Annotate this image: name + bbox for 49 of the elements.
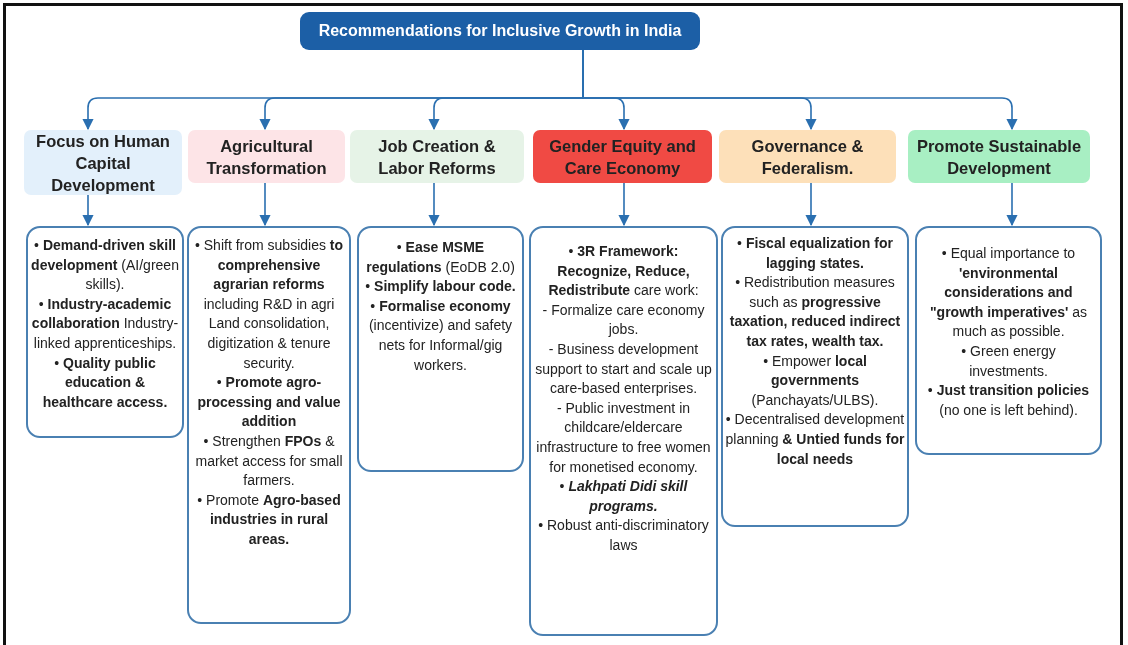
bullet-text: • Lakhpati Didi skill programs. xyxy=(558,477,689,516)
category-title: Governance & Federalism. xyxy=(750,135,865,179)
category-box xyxy=(533,130,712,183)
category-box xyxy=(719,130,896,183)
bullet-text: - Formalize care economy jobs. xyxy=(541,300,706,340)
bullet-text: • Equal importance to 'environmental considerations and "growth imperatives' as much as possible. xyxy=(929,244,1088,342)
bullet-text: • Empower local governments (Panchayats/ULBS). xyxy=(750,351,880,410)
bullet-text: • 3R Framework: Recognize, Reduce, Redistribute care work: xyxy=(547,242,700,301)
arrow xyxy=(428,182,440,227)
detail-card xyxy=(187,226,351,624)
bullet-text: • Green energy investments. xyxy=(960,341,1057,381)
bullet-text: • Robust anti-discriminatory laws xyxy=(537,516,710,555)
category-title: Focus on Human Capital Development xyxy=(35,130,171,196)
bullet-text: • Demand-driven skill development (AI/green skills). xyxy=(30,236,180,295)
arrow xyxy=(259,182,271,227)
bullet-text: • Quality public education & healthcare access. xyxy=(41,353,169,412)
detail-card xyxy=(26,226,184,438)
category-box xyxy=(24,130,182,195)
arrow xyxy=(82,194,94,227)
title-text: Recommendations for Inclusive Growth in India xyxy=(318,22,682,40)
detail-card xyxy=(529,226,718,636)
bullet-text: - Business development support to start and scale up care-based enterprises. xyxy=(535,339,712,399)
arrow xyxy=(618,182,630,227)
category-title: Job Creation & Labor Reforms xyxy=(377,135,497,179)
bullet-text: • Simplify labour code. xyxy=(364,277,517,297)
bullet-text: • Promote agro-processing and value addition xyxy=(196,373,342,432)
bullet-text: • Strengthen FPOs & market access for small farmers. xyxy=(194,431,344,491)
detail-card xyxy=(357,226,524,472)
category-title: Gender Equity and Care Economy xyxy=(548,135,697,179)
detail-card xyxy=(721,226,909,527)
category-title: Promote Sustainable Development xyxy=(915,135,1083,179)
category-box xyxy=(908,130,1090,183)
bullet-text: • Decentralised development planning & Untied funds for local needs xyxy=(725,410,905,469)
bullet-text: • Promote Agro-based industries in rural areas. xyxy=(196,490,342,549)
arrow xyxy=(1006,182,1018,227)
category-box xyxy=(350,130,524,183)
title-box xyxy=(300,12,700,50)
bullet-text: - Public investment in childcare/eldercare infrastructure to free women for monetised economy. xyxy=(535,398,712,477)
category-title: Agricultural Transformation xyxy=(205,135,328,179)
category-box xyxy=(188,130,345,183)
detail-card xyxy=(915,226,1102,455)
bullet-text: • Redistribution measures such as progressive taxation, reduced indirect tax rates, wealth tax. xyxy=(728,273,902,351)
bullet-text: • Fiscal equalization for lagging states. xyxy=(736,234,894,273)
bullet-text: • Industry-academic collaboration Industry-linked apprenticeships. xyxy=(30,294,180,353)
bullet-text: • Formalise economy (incentivize) and safety nets for Informal/gig workers. xyxy=(367,296,514,375)
arrow xyxy=(805,182,817,227)
bullet-text: • Ease MSME regulations (EoDB 2.0) xyxy=(365,238,516,277)
bullet-text: • Just transition policies (no one is left behind). xyxy=(926,381,1091,420)
bullet-text: • Shift from subsidies to comprehensive agrarian reforms including R&D in agri Land consolidation, digitization & tenure security. xyxy=(193,236,345,373)
